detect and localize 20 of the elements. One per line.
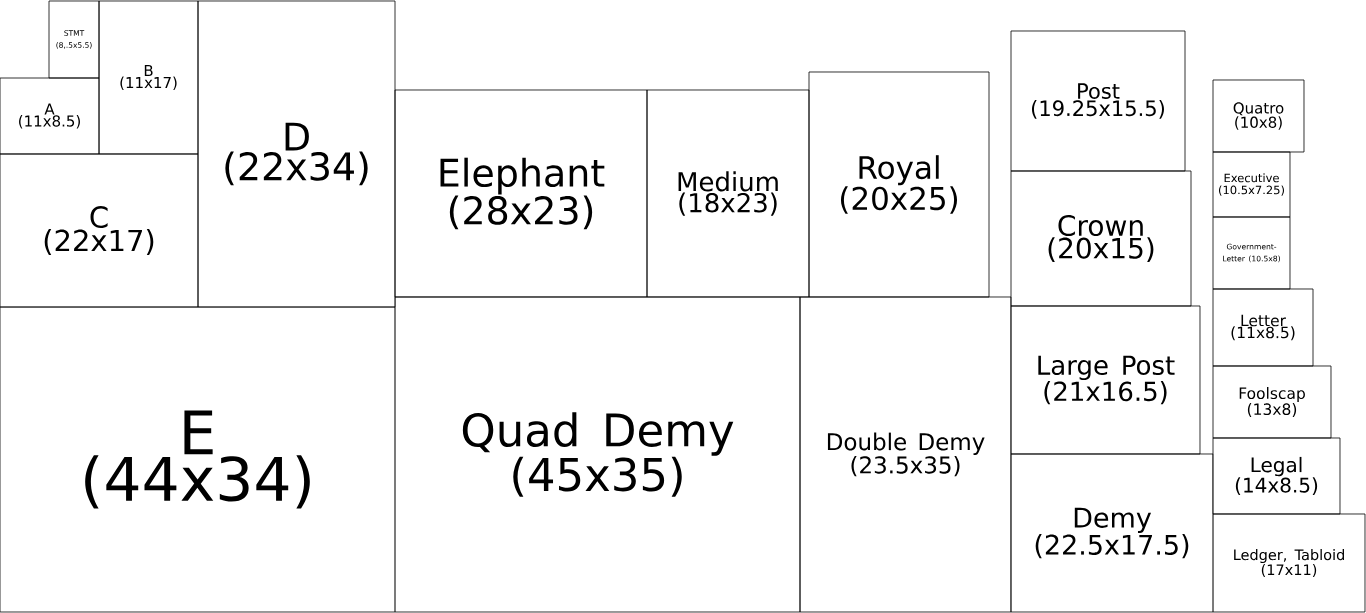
paper-size-box: E (44x34) bbox=[0, 306, 396, 613]
paper-size-box: Double Demy (23.5x35) bbox=[799, 296, 1012, 613]
paper-size-box: Elephant (28x23) bbox=[394, 89, 648, 298]
paper-size-box: Legal (14x8.5) bbox=[1212, 437, 1341, 515]
paper-size-box: A (11x8.5) bbox=[0, 77, 100, 155]
paper-size-box: Large Post (21x16.5) bbox=[1010, 305, 1201, 455]
paper-size-box: Ledger, Tabloid (17x11) bbox=[1212, 513, 1366, 613]
paper-size-box: Post (19.25x15.5) bbox=[1010, 30, 1186, 172]
paper-size-box: Crown (20x15) bbox=[1010, 170, 1192, 307]
paper-size-box: Executive (10.5x7.25) bbox=[1212, 151, 1291, 218]
paper-size-box: Medium (18x23) bbox=[646, 89, 810, 298]
paper-size-box: Quatro (10x8) bbox=[1212, 79, 1305, 153]
paper-size-box: Foolscap (13x8) bbox=[1212, 365, 1332, 439]
paper-size-box: Letter (11x8.5) bbox=[1212, 288, 1314, 367]
paper-size-box: B (11x17) bbox=[98, 0, 199, 155]
paper-size-box: Quad Demy (45x35) bbox=[394, 296, 801, 613]
paper-size-box: Demy (22.5x17.5) bbox=[1010, 453, 1214, 613]
paper-size-box: C (22x17) bbox=[0, 153, 199, 308]
paper-size-box: D (22x34) bbox=[197, 0, 396, 308]
paper-size-box: Royal (20x25) bbox=[808, 71, 990, 298]
